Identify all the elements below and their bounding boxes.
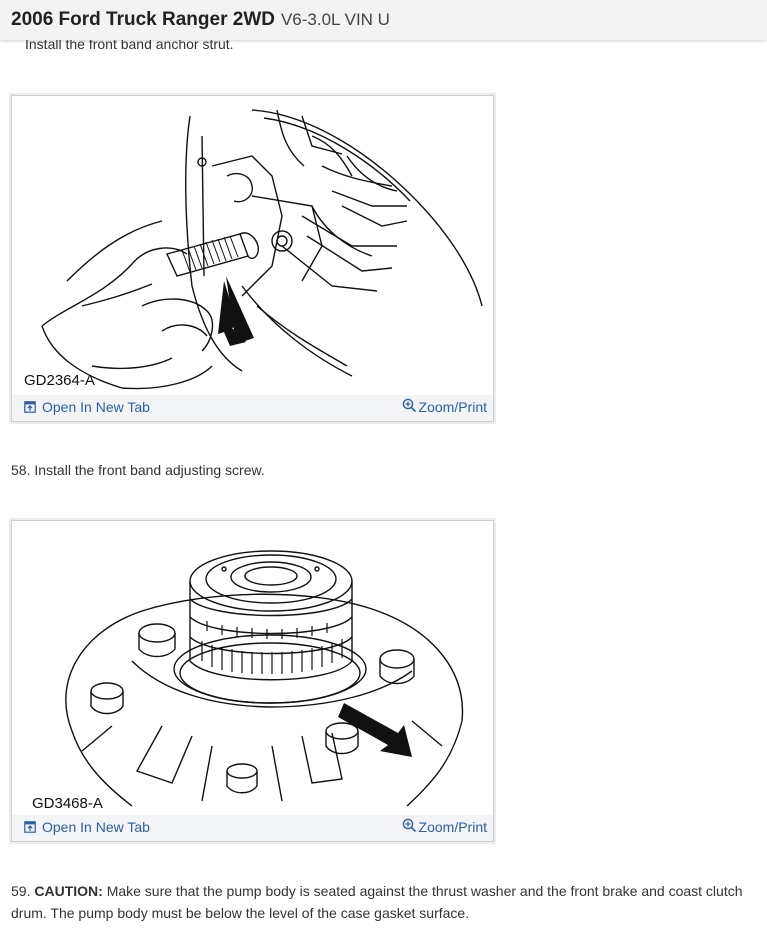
open-in-new-tab-icon	[24, 401, 36, 413]
zoom-print-link-1[interactable]: Zoom/Print	[402, 398, 487, 415]
figure-label-2: GD3468-A	[32, 795, 103, 812]
caution-label: CAUTION:	[34, 883, 103, 899]
figure-footer-1: Open In New Tab Zoom/Print	[12, 395, 493, 421]
zoom-print-label-1: Zoom/Print	[418, 399, 487, 415]
figure-footer-2: Open In New Tab Zoom/Print	[12, 815, 493, 841]
open-in-new-tab-icon	[24, 821, 36, 833]
figure-label-1: GD2364-A	[24, 372, 95, 389]
engine-subtitle: V6-3.0L VIN U	[280, 10, 390, 29]
figure-gd3468: GD3468-A Open In New Tab Zoom/Print	[11, 520, 494, 842]
intro-step-text: Install the front band anchor strut.	[25, 36, 234, 52]
open-in-new-tab-link-1[interactable]: Open In New Tab	[24, 399, 150, 415]
anchor-strut-illustration	[41, 109, 483, 390]
figure-image-1: GD2364-A	[12, 96, 493, 395]
vehicle-title: 2006 Ford Truck Ranger 2WD	[11, 9, 275, 30]
step-58-text: 58. Install the front band adjusting scr…	[11, 462, 265, 478]
step-59-text: 59. CAUTION: Make sure that the pump bod…	[11, 880, 756, 924]
zoom-print-link-2[interactable]: Zoom/Print	[402, 818, 487, 835]
open-in-new-tab-label-2: Open In New Tab	[42, 819, 150, 835]
figure-image-2: GD3468-A	[12, 521, 493, 815]
pump-body-illustration	[65, 550, 464, 807]
zoom-print-label-2: Zoom/Print	[418, 819, 487, 835]
zoom-in-icon	[402, 398, 416, 412]
step-59-number: 59.	[11, 883, 31, 899]
page-header: 2006 Ford Truck Ranger 2WD V6-3.0L VIN U	[0, 0, 767, 40]
open-in-new-tab-label-1: Open In New Tab	[42, 399, 150, 415]
zoom-in-icon	[402, 818, 416, 832]
figure-gd2364: GD2364-A Open In New Tab Zoom/Print	[11, 95, 494, 422]
open-in-new-tab-link-2[interactable]: Open In New Tab	[24, 819, 150, 835]
step-59-body: Make sure that the pump body is seated a…	[11, 883, 743, 921]
